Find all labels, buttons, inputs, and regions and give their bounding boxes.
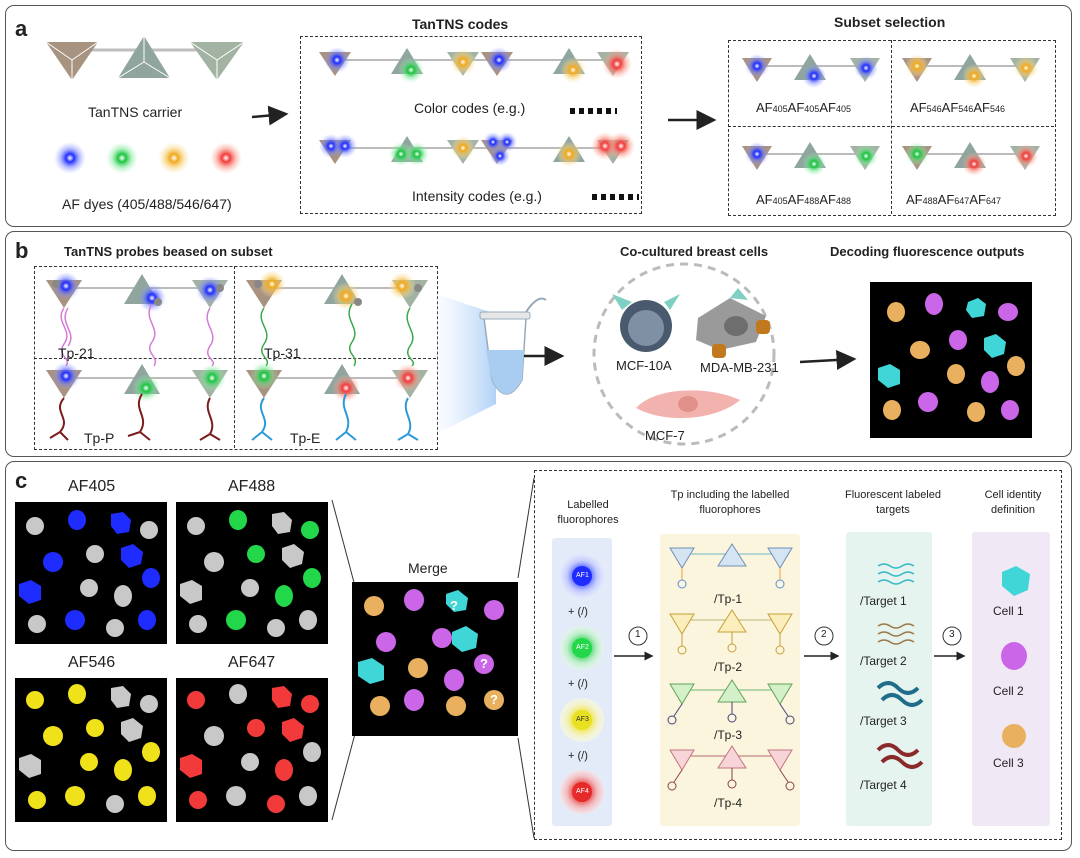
channel-title-af488: AF488 <box>228 478 276 495</box>
probe-label-tp31: Tp-31 <box>264 345 301 361</box>
plus-3: + (/) <box>568 750 588 762</box>
probes-divider-v <box>234 266 235 448</box>
intensity-codes-label: Intensity codes (e.g.) <box>412 188 542 204</box>
af546-channel-image <box>15 678 167 822</box>
plus-1: + (/) <box>568 606 588 618</box>
channel-title-af405: AF405 <box>68 478 116 495</box>
dots-mark-2 <box>592 194 639 200</box>
subset-label-2: AF546AF546AF546 <box>910 100 1005 115</box>
step-2-label: 2 <box>821 629 827 640</box>
intensity-codes-graphic <box>319 132 635 167</box>
dyes-label: AF dyes (405/488/546/647) <box>62 196 232 212</box>
plus-2: + (/) <box>568 678 588 690</box>
panel-b-label: b <box>15 238 29 263</box>
step-circles <box>628 626 962 646</box>
tp-column <box>660 534 800 826</box>
af405-channel-image <box>15 502 167 644</box>
arrow-a1 <box>251 105 289 126</box>
fluorophore-af1: AF1 <box>576 572 589 579</box>
tube-graphic <box>436 294 547 434</box>
decoded-cells <box>878 293 1025 422</box>
target-label-4: /Target 4 <box>860 778 907 792</box>
panel-a-label: a <box>15 16 28 41</box>
step-arrow-3 <box>934 651 966 661</box>
subset-label-1: AF405AF405AF405 <box>756 100 851 115</box>
subset-label-3: AF405AF488AF488 <box>756 192 851 207</box>
probes-divider-h <box>34 358 436 359</box>
coculture-title: Co-cultured breast cells <box>620 244 769 259</box>
channel-title-af647: AF647 <box>228 654 276 671</box>
step-arrow-1 <box>614 651 654 661</box>
fluorophore-dots <box>560 554 604 814</box>
af488-channel-image <box>176 502 328 644</box>
fluorophore-af4: AF4 <box>576 788 589 795</box>
subset-title: Subset selection <box>834 14 946 30</box>
step-arrow-2 <box>804 651 840 661</box>
dots-mark-1 <box>570 108 617 114</box>
merge-title: Merge <box>408 560 448 576</box>
codes-box <box>300 36 642 214</box>
codes-title: TanTNS codes <box>412 16 509 32</box>
target-label-2: /Target 2 <box>860 654 907 668</box>
cell-id-2: Cell 2 <box>993 684 1024 698</box>
af-dyes-graphic <box>54 142 242 174</box>
cell-identity-graphics <box>1001 566 1030 748</box>
subset-label-4: AF488AF647AF647 <box>906 192 1001 207</box>
tp-label-4: /Tp-4 <box>714 796 743 810</box>
cell-id-3: Cell 3 <box>993 756 1024 770</box>
tp-label-2: /Tp-2 <box>714 660 743 674</box>
step-3-label: 3 <box>949 629 955 640</box>
arrow-a2 <box>668 110 717 130</box>
color-codes-label: Color codes (e.g.) <box>414 100 526 116</box>
target-graphics <box>876 563 924 769</box>
fluorophore-af3: AF3 <box>576 716 589 723</box>
color-codes-graphic <box>319 47 632 83</box>
subset-graphic <box>742 54 1040 176</box>
subset-divider-v <box>891 40 892 214</box>
carrier-label: TanTNS carrier <box>88 104 183 120</box>
arrow-b1 <box>524 346 565 366</box>
decoding-output-image <box>870 282 1032 438</box>
tp-label-1: /Tp-1 <box>714 592 743 606</box>
workflow-box <box>534 470 1062 840</box>
merge-connector-lines <box>331 499 357 821</box>
channel-title-af546: AF546 <box>68 654 116 671</box>
subset-divider-h <box>728 126 1054 127</box>
tantns-carrier-graphic <box>45 36 245 80</box>
probe-label-tpp: Tp-P <box>84 430 115 446</box>
merge-image: ? ? ? <box>352 582 518 736</box>
unknown-cell-marker-3: ? <box>490 692 498 707</box>
subset-box <box>728 40 1056 216</box>
unknown-cell-marker-1: ? <box>450 598 458 613</box>
tp-label-3: /Tp-3 <box>714 728 743 742</box>
probe-label-tp21: Tp-21 <box>58 345 95 361</box>
target-label-1: /Target 1 <box>860 594 907 608</box>
probe-label-tpe: Tp-E <box>290 430 321 446</box>
arrow-b2 <box>799 349 857 370</box>
probes-graphic <box>46 270 428 441</box>
panel-a <box>5 5 1072 227</box>
decoding-title: Decoding fluorescence outputs <box>830 244 1025 259</box>
probes-title: TanTNS probes beased on subset <box>64 244 273 259</box>
step-1-label: 1 <box>635 629 641 640</box>
cell-label-mda: MDA-MB-231 <box>700 360 779 375</box>
cell-id-1: Cell 1 <box>993 604 1024 618</box>
tp-probe-graphics <box>667 543 795 791</box>
expansion-lines <box>517 477 535 839</box>
af647-channel-image <box>176 678 328 822</box>
unknown-cell-marker-2: ? <box>480 656 488 671</box>
fluorophore-af2: AF2 <box>576 644 589 651</box>
target-label-3: /Target 3 <box>860 714 907 728</box>
cell-label-mcf10a: MCF-10A <box>616 358 672 373</box>
coculture-graphic <box>592 262 776 446</box>
panel-c-label: c <box>15 468 28 493</box>
cell-label-mcf7: MCF-7 <box>645 428 685 443</box>
